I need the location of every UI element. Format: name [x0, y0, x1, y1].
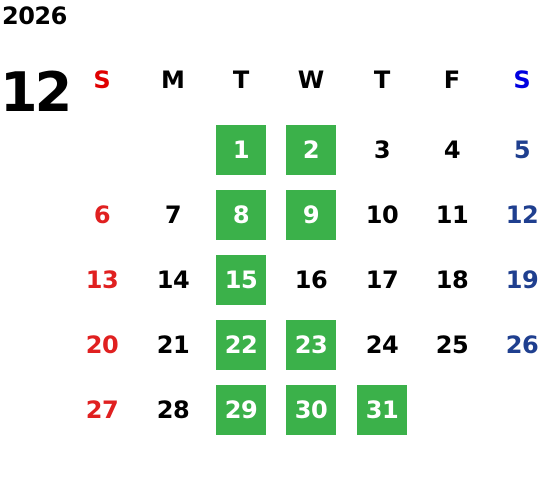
day-cell[interactable]: 5 — [513, 136, 531, 164]
month-label: 12 — [0, 61, 72, 124]
day-cell[interactable]: 18 — [435, 266, 469, 294]
day-cell[interactable]: 21 — [156, 331, 190, 359]
day-cell[interactable]: 3 — [373, 136, 391, 164]
day-cell-highlighted[interactable]: 29 — [216, 385, 266, 435]
day-cell[interactable]: 19 — [505, 266, 539, 294]
day-cell-highlighted[interactable]: 2 — [286, 125, 336, 175]
day-cell[interactable]: 24 — [365, 331, 399, 359]
day-cell[interactable]: 28 — [156, 396, 190, 424]
weekday-label: T — [373, 66, 391, 94]
day-cell[interactable]: 26 — [505, 331, 539, 359]
day-cell[interactable]: 11 — [435, 201, 469, 229]
year-label: 2026 — [2, 2, 67, 30]
day-cell[interactable]: 16 — [294, 266, 328, 294]
day-cell-highlighted[interactable]: 15 — [216, 255, 266, 305]
weekday-label: S — [513, 66, 531, 94]
day-cell[interactable]: 4 — [443, 136, 461, 164]
day-cell[interactable]: 7 — [164, 201, 182, 229]
day-cell-highlighted[interactable]: 31 — [357, 385, 407, 435]
weekday-label: W — [297, 66, 325, 94]
day-cell[interactable]: 20 — [85, 331, 119, 359]
day-cell-highlighted[interactable]: 1 — [216, 125, 266, 175]
day-cell-highlighted[interactable]: 9 — [286, 190, 336, 240]
weekday-label: S — [93, 66, 111, 94]
day-cell-highlighted[interactable]: 30 — [286, 385, 336, 435]
day-cell[interactable]: 10 — [365, 201, 399, 229]
day-cell[interactable]: 25 — [435, 331, 469, 359]
day-cell[interactable]: 27 — [85, 396, 119, 424]
day-cell[interactable]: 6 — [93, 201, 111, 229]
weekday-label: F — [443, 66, 461, 94]
day-cell-highlighted[interactable]: 8 — [216, 190, 266, 240]
day-cell-highlighted[interactable]: 22 — [216, 320, 266, 370]
day-cell-highlighted[interactable]: 23 — [286, 320, 336, 370]
day-cell[interactable]: 14 — [156, 266, 190, 294]
day-cell[interactable]: 12 — [505, 201, 539, 229]
day-cell[interactable]: 13 — [85, 266, 119, 294]
weekday-label: M — [161, 66, 185, 94]
weekday-label: T — [232, 66, 250, 94]
day-cell[interactable]: 17 — [365, 266, 399, 294]
